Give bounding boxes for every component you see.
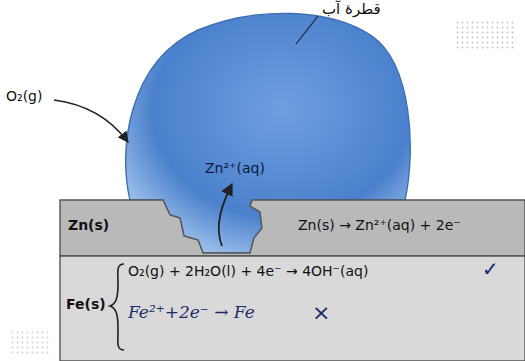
handwritten-equation: Fe²⁺+2e⁻ → Fe: [128, 302, 255, 322]
zinc-layer: Zn(s) Zn(s) → Zn²⁺(aq) + 2e⁻: [60, 200, 525, 256]
ion-label: Zn²⁺(aq): [205, 160, 265, 177]
iron-base-shape: [60, 256, 525, 361]
metal-label: Fe(s): [66, 296, 106, 313]
zinc-layer-shape: [60, 200, 525, 256]
metal-label: Zn(s): [68, 217, 109, 234]
oxygen-arrow: [54, 100, 128, 142]
drop-label: قطرهٔ آب: [322, 0, 381, 18]
cross-mark: ×: [312, 300, 330, 326]
gas-label: O₂(g): [6, 88, 42, 105]
halftone-patch: [455, 20, 515, 50]
check-mark: ✓: [482, 257, 499, 281]
halftone-patch: [10, 330, 50, 355]
iron-base: Fe(s) O₂(g) + 2H₂O(l) + 4e⁻ → 4OH⁻(aq) Fe²…: [60, 256, 525, 361]
reaction-equation: O₂(g) + 2H₂O(l) + 4e⁻ → 4OH⁻(aq): [128, 263, 368, 280]
reaction-equation: Zn(s) → Zn²⁺(aq) + 2e⁻: [298, 217, 461, 234]
